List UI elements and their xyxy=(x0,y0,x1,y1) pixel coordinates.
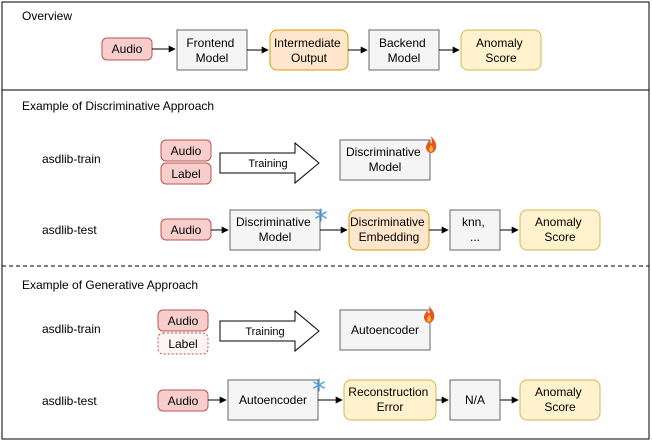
discriminative-embedding-line2: Embedding xyxy=(359,230,420,244)
overview-frontend-label: Frontend Model xyxy=(186,36,237,65)
snowflake-icon xyxy=(313,378,325,392)
discriminative-backend-line2: ... xyxy=(470,230,480,244)
overview-score-label: Anomaly Score xyxy=(476,36,526,65)
discriminative-train-label-box xyxy=(160,162,212,185)
generative-training-arrow-label: Training xyxy=(245,326,284,338)
generative-test-audio-label: Audio xyxy=(168,394,199,408)
overview-frontend-line1: Frontend xyxy=(186,36,234,50)
discriminative-embedding-line1: Discriminative xyxy=(350,215,425,229)
generative-score-box xyxy=(519,379,601,421)
generative-train-model-label: Autoencoder xyxy=(351,323,419,337)
discriminative-train-label: asdlib-train xyxy=(42,152,101,166)
overview-backend-line1: Backend xyxy=(379,36,426,50)
discriminative-test-audio-label: Audio xyxy=(171,223,202,237)
overview-title: Overview xyxy=(22,9,72,23)
generative-score-label: Anomaly Score xyxy=(535,385,585,414)
overview-frontend-line2: Model xyxy=(196,51,229,65)
discriminative-train-model-box xyxy=(339,139,431,181)
snowflake-icon xyxy=(315,208,327,222)
overview-audio-label: Audio xyxy=(112,42,143,56)
generative-score-line1: Anomaly xyxy=(535,385,582,399)
generative-title: Example of Generative Approach xyxy=(22,278,198,292)
discriminative-test-model-label: Discriminative Model xyxy=(236,215,314,244)
overview-score-box xyxy=(460,29,542,71)
overview-intermediate-line1: Intermediate xyxy=(274,36,341,50)
generative-training-arrow xyxy=(219,309,320,353)
discriminative-score-box xyxy=(519,209,601,251)
generative-score-line2: Score xyxy=(544,400,576,414)
fire-icon xyxy=(425,136,437,153)
discriminative-title: Example of Discriminative Approach xyxy=(22,99,214,113)
discriminative-train-label-text: Label xyxy=(171,167,200,181)
overview-backend-line2: Model xyxy=(388,51,421,65)
generative-error-label: Reconstruction Error xyxy=(348,385,431,414)
generative-backend-label: N/A xyxy=(465,393,485,407)
generative-test-model-label: Autoencoder xyxy=(239,393,307,407)
generative-train-audio-label: Audio xyxy=(168,314,199,328)
discriminative-training-arrow xyxy=(219,141,320,185)
overview-frontend-box xyxy=(176,29,248,71)
overview-section: Overview Audio Frontend Model Intermedia… xyxy=(22,9,542,71)
generative-train-label-text: Label xyxy=(168,337,197,351)
discriminative-train-model-line2: Model xyxy=(369,160,402,174)
discriminative-score-line2: Score xyxy=(544,230,576,244)
discriminative-train-audio-box xyxy=(160,139,212,162)
overview-backend-box xyxy=(368,29,440,71)
generative-train-label: asdlib-train xyxy=(42,322,101,336)
discriminative-embedding-label: Discriminative Embedding xyxy=(350,215,428,244)
discriminative-test-label: asdlib-test xyxy=(42,223,97,237)
discriminative-training-arrow-label: Training xyxy=(248,158,287,170)
generative-error-line2: Error xyxy=(377,400,404,414)
discriminative-backend-line1: knn, xyxy=(462,215,485,229)
discriminative-backend-box xyxy=(449,209,501,251)
discriminative-train-model-label: Discriminative Model xyxy=(346,145,424,174)
discriminative-test-model-line2: Model xyxy=(259,230,292,244)
discriminative-test-model-line1: Discriminative xyxy=(236,215,311,229)
generative-train-audio-box xyxy=(157,309,209,332)
overview-backend-label: Backend Model xyxy=(379,36,429,65)
overview-score-line2: Score xyxy=(485,51,517,65)
generative-section: Example of Generative Approach asdlib-tr… xyxy=(22,278,601,421)
overview-intermediate-label: Intermediate Output xyxy=(274,36,344,65)
fire-icon xyxy=(423,306,435,323)
discriminative-backend-label: knn, ... xyxy=(462,215,488,244)
discriminative-score-line1: Anomaly xyxy=(535,215,582,229)
generative-test-label: asdlib-test xyxy=(42,394,97,408)
discriminative-score-label: Anomaly Score xyxy=(535,215,585,244)
generative-error-line1: Reconstruction xyxy=(348,385,428,399)
discriminative-train-audio-label: Audio xyxy=(171,144,202,158)
overview-intermediate-line2: Output xyxy=(291,51,328,65)
overview-score-line1: Anomaly xyxy=(476,36,523,50)
discriminative-train-model-line1: Discriminative xyxy=(346,145,421,159)
discriminative-section: Example of Discriminative Approach asdli… xyxy=(22,99,601,251)
discriminative-test-model-box xyxy=(229,209,321,251)
generative-train-label-box xyxy=(157,332,209,355)
generative-train-model-box xyxy=(339,309,431,351)
